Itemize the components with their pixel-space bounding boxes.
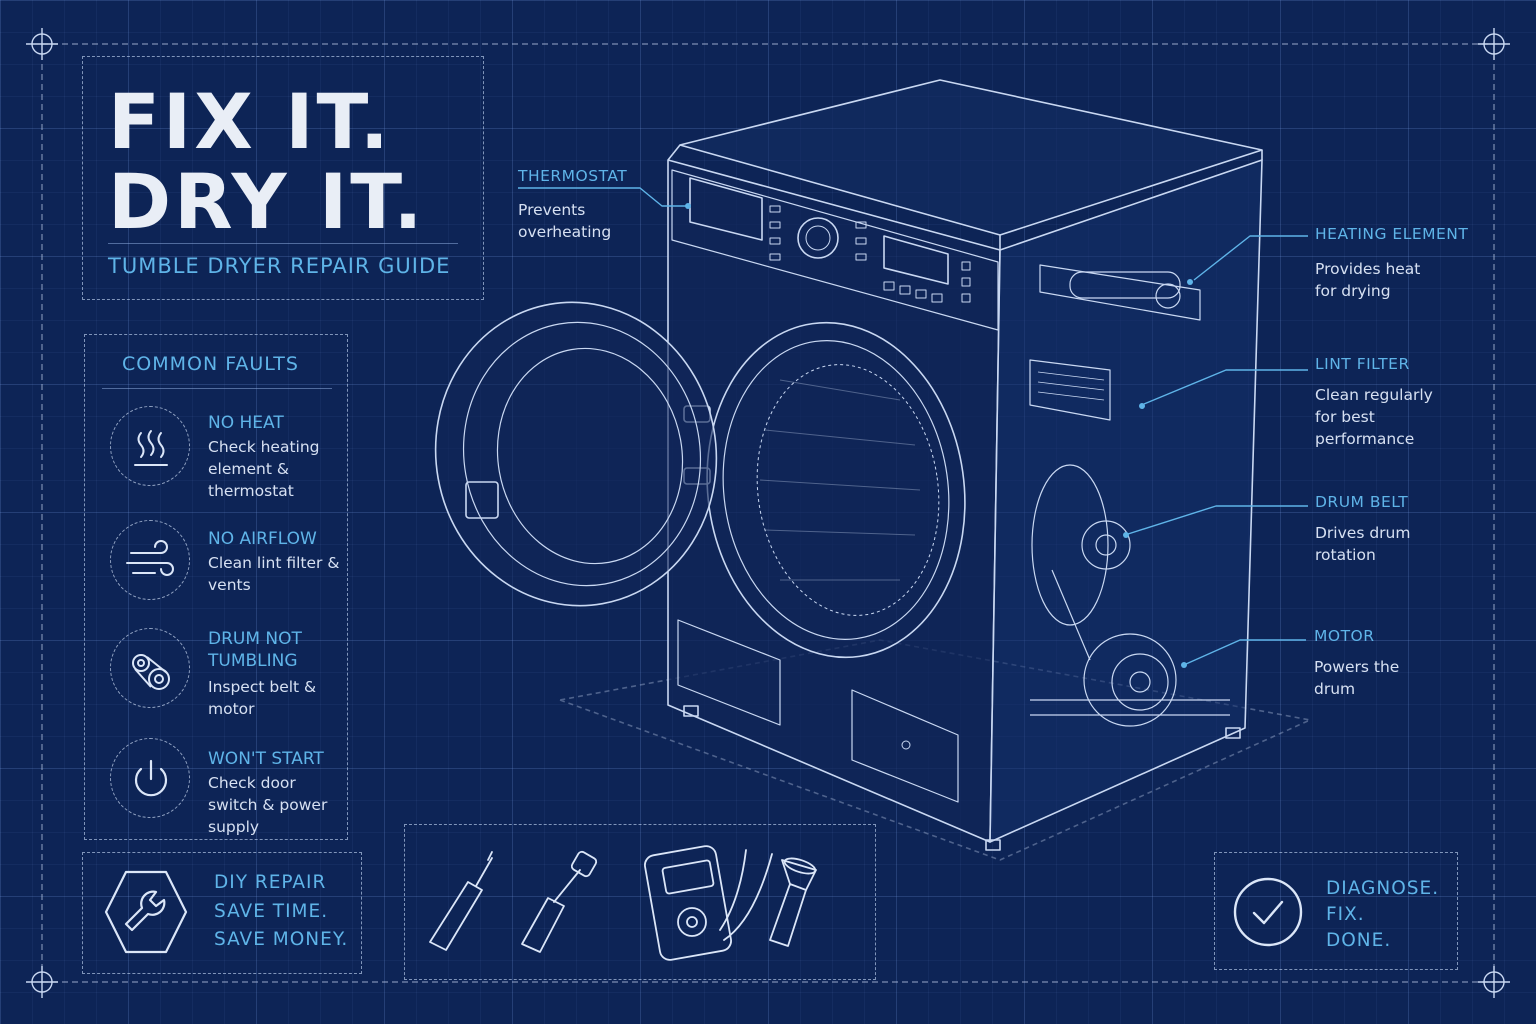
title-line-2: DRY IT. [108, 157, 426, 246]
fault-desc-drum-not-tumbling: Inspect belt & motor [208, 678, 317, 718]
callout-desc-thermostat: Prevents overheating [518, 201, 612, 241]
done-line-2: FIX. [1326, 904, 1365, 925]
callout-desc-drum-belt: Drives drum rotation [1315, 524, 1411, 564]
fault-title-no-heat: NO HEAT [208, 413, 284, 433]
power-icon [110, 738, 190, 818]
diy-line-3: SAVE MONEY. [214, 929, 349, 950]
heat-waves-icon [110, 406, 190, 486]
callout-title-thermostat: THERMOSTAT [518, 167, 628, 185]
checkmark-icon [1232, 876, 1304, 948]
done-line-3: DONE. [1326, 930, 1392, 951]
fault-title-wont-start: WON'T START [208, 749, 324, 769]
tumble-dryer-illustration [434, 79, 1311, 861]
fault-title-no-airflow: NO AIRFLOW [208, 529, 317, 549]
callout-title-heating-element: HEATING ELEMENT [1315, 225, 1469, 243]
fault-title-drum-not-tumbling: DRUM NOT TUMBLING [208, 629, 302, 671]
fault-desc-no-airflow: Clean lint filter & vents [208, 554, 340, 594]
title-box [82, 56, 484, 300]
diy-line-1: DIY REPAIR [214, 872, 327, 893]
common-faults-panel [84, 334, 348, 840]
fault-desc-wont-start: Check door switch & power supply [208, 774, 328, 836]
fault-desc-no-heat: Check heating element & thermostat [208, 438, 320, 500]
tools-box [404, 824, 876, 980]
airflow-icon [110, 520, 190, 600]
title-line-1: FIX IT. [108, 77, 392, 166]
subtitle-rule [108, 243, 458, 244]
common-faults-heading: COMMON FAULTS [122, 353, 299, 375]
diagnose-fix-done-box [1214, 852, 1458, 970]
diy-line-2: SAVE TIME. [214, 901, 329, 922]
wrench-icon [100, 866, 192, 958]
crosshair-bottom-left-icon [26, 966, 58, 998]
callout-title-drum-belt: DRUM BELT [1315, 493, 1409, 511]
callout-desc-heating-element: Provides heat for drying [1315, 260, 1421, 300]
guide-subtitle: TUMBLE DRYER REPAIR GUIDE [108, 254, 451, 278]
crosshair-top-right-icon [1478, 28, 1510, 60]
callout-title-lint-filter: LINT FILTER [1315, 355, 1410, 373]
callout-desc-motor: Powers the drum [1314, 658, 1400, 698]
callout-desc-lint-filter: Clean regularly for best performance [1315, 386, 1433, 448]
crosshair-bottom-right-icon [1478, 966, 1510, 998]
diy-repair-box [82, 852, 362, 974]
belt-pulley-icon [110, 628, 190, 708]
done-line-1: DIAGNOSE. [1326, 878, 1440, 899]
crosshair-top-left-icon [26, 28, 58, 60]
blueprint-frame [41, 43, 1495, 983]
callout-title-motor: MOTOR [1314, 627, 1375, 645]
common-faults-rule [102, 388, 332, 389]
